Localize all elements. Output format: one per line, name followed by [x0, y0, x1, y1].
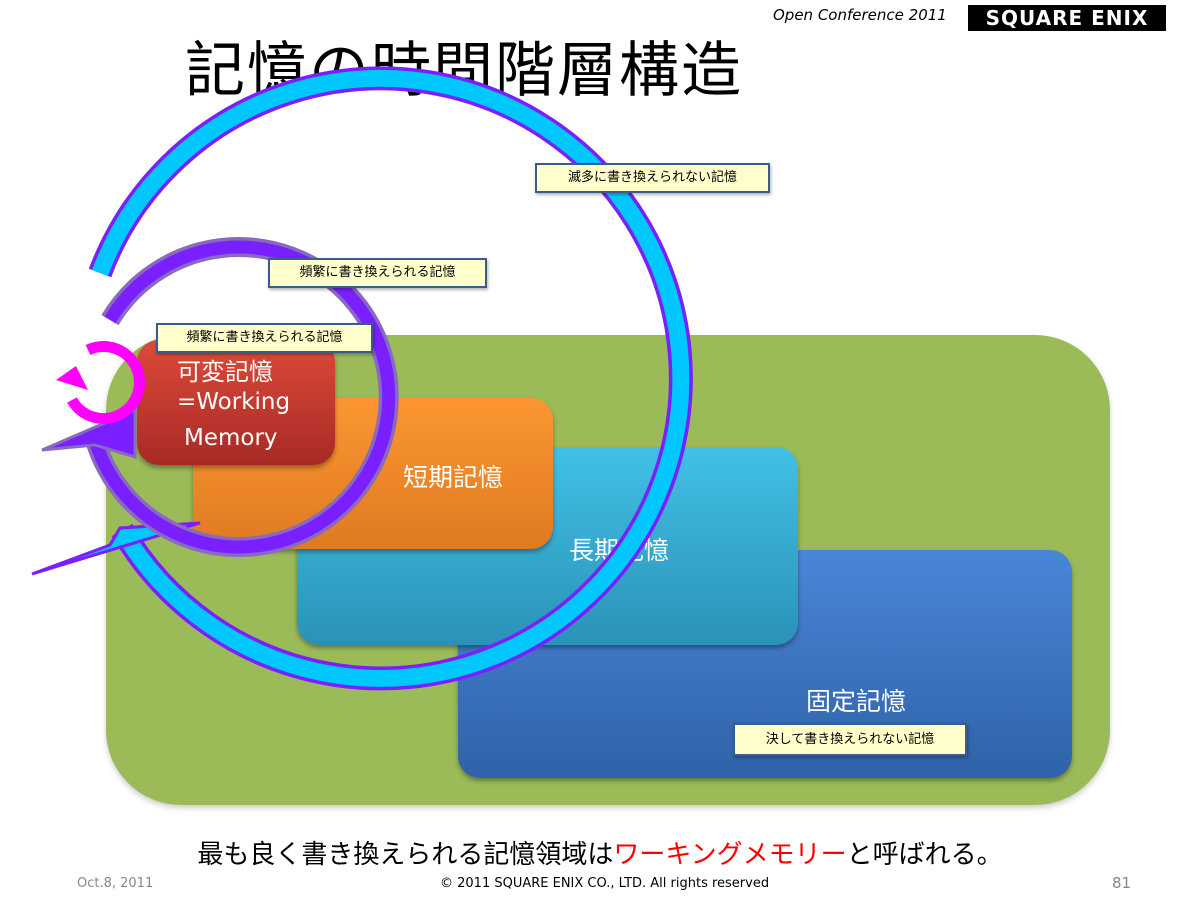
short-term-memory-label: 短期記憶: [403, 463, 504, 492]
large-cycle-arrow: [31, 66, 693, 691]
caption-highlight: ワーキングメモリー: [613, 840, 847, 870]
caption-end: と呼ばれる。: [846, 840, 1003, 870]
callout-frequently-rewritten-inner: 頻繁に書き換えられる記憶: [156, 323, 373, 353]
working-memory-label-jp: 可変記憶: [177, 358, 273, 386]
working-memory-label-en1: =Working: [177, 389, 291, 415]
fixed-memory-label: 固定記憶: [806, 687, 907, 716]
caption-text: 最も良く書き換えられる記憶領域は: [197, 840, 614, 870]
conference-label: Open Conference 2011: [773, 6, 947, 24]
page-number: 81: [1112, 874, 1132, 892]
medium-cycle-arrow: [41, 237, 399, 558]
callout-frequently-rewritten-outer: 頻繁に書き換えられる記憶: [268, 258, 487, 288]
callout-never-rewritten: 決して書き換えられない記憶: [733, 723, 967, 756]
caption: 最も良く書き換えられる記憶領域はワーキングメモリーと呼ばれる。: [0, 834, 1200, 871]
callout-rarely-rewritten: 滅多に書き換えられない記憶: [535, 163, 770, 193]
square-enix-logo: SQUARE ENIX: [968, 5, 1166, 31]
footer-copyright: © 2011 SQUARE ENIX CO., LTD. All rights …: [440, 876, 770, 891]
footer-date: Oct.8, 2011: [77, 876, 154, 891]
working-memory-box: 可変記憶 =Working Memory: [137, 340, 335, 465]
working-memory-label-en2: Memory: [184, 425, 278, 451]
small-cycle-arrow: [56, 341, 145, 424]
